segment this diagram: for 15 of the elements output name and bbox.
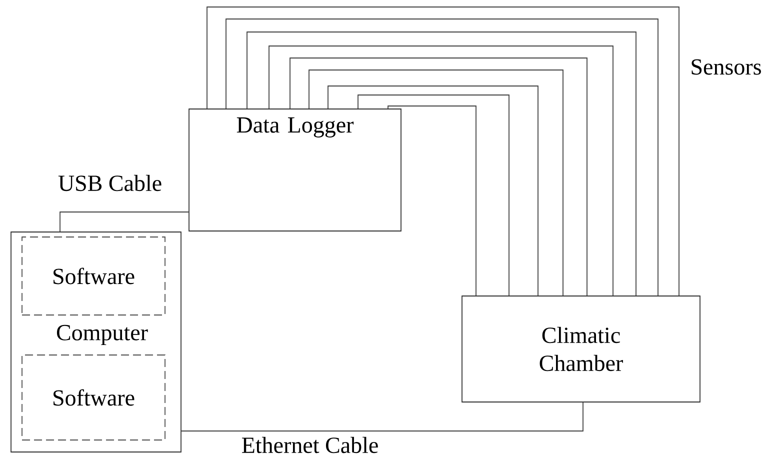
sensor-wire xyxy=(358,94,510,296)
dashed-box: Software xyxy=(22,236,166,316)
box: Data Logger xyxy=(188,108,402,232)
sensor-wire xyxy=(290,58,588,296)
box: Climatic Chamber xyxy=(462,296,700,402)
sensor-wire xyxy=(328,86,538,296)
edge-label: Ethernet Cable xyxy=(240,436,380,454)
dashed-box: Software xyxy=(22,354,166,440)
edge-label: USB Cable xyxy=(56,174,164,192)
sensor-wire xyxy=(268,46,614,296)
group-label: Sensors xyxy=(692,59,761,75)
cable-line xyxy=(60,212,189,232)
sensor-wire xyxy=(388,106,476,296)
cable-line xyxy=(181,402,584,432)
sensor-wire xyxy=(308,70,564,296)
